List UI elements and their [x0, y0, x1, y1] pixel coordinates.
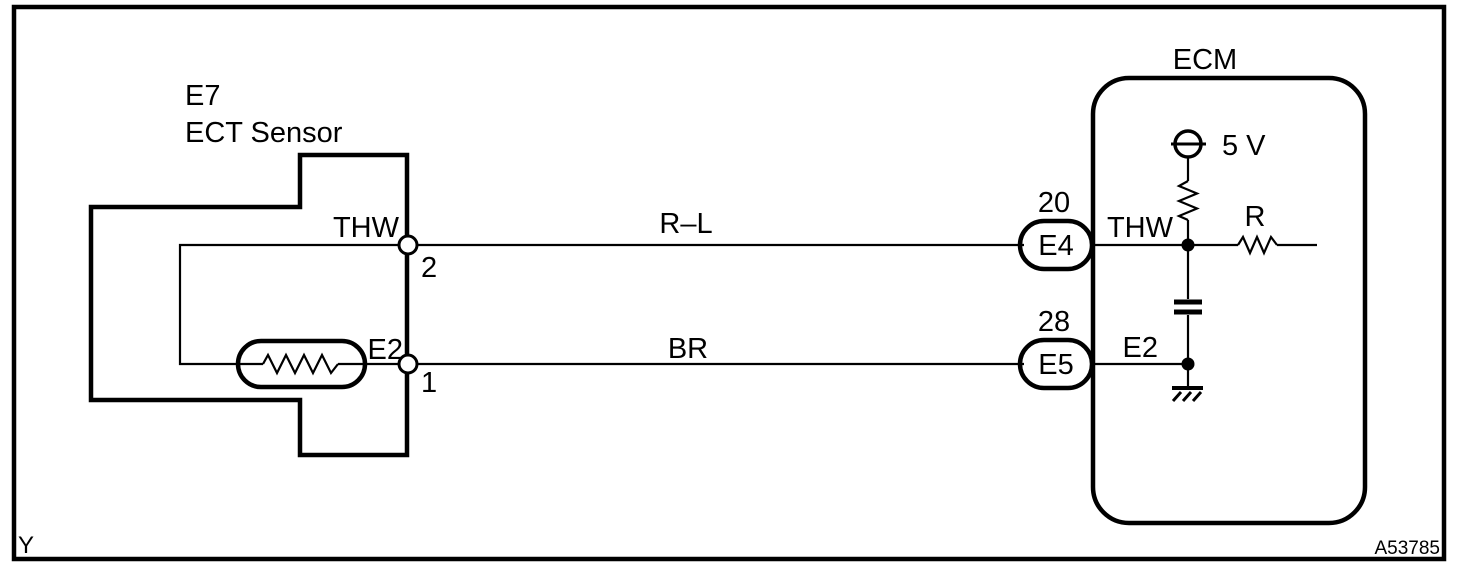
connector-e5-label: E5: [1038, 349, 1073, 381]
drawing-number-label: A53785: [1374, 538, 1440, 559]
terminal-pin-e2-icon: [397, 353, 419, 375]
sensor-pin-2-label: 2: [421, 252, 437, 284]
supply-voltage-label: 5 V: [1222, 130, 1266, 162]
pullup-resistor-zigzag-icon: [1176, 180, 1200, 222]
ecm-box-outline: [1090, 75, 1368, 526]
ground-hatch-icon: [1181, 391, 1193, 402]
diagram-border: [11, 4, 1447, 562]
sensor-internal-wire: [178, 243, 408, 366]
wire-color-br-label: BR: [668, 333, 708, 365]
connector-e4-label: E4: [1038, 230, 1073, 262]
page-code-label: Y: [18, 532, 34, 559]
ground-hatch-icon: [1171, 391, 1183, 402]
resistor-r-label: R: [1245, 201, 1266, 233]
connector-oval-e5: [1017, 337, 1095, 391]
ecm-thw-signal-label: THW: [1107, 212, 1174, 244]
ecm-title-label: ECM: [1173, 44, 1237, 76]
sensor-e2-signal-label: E2: [368, 334, 403, 366]
sensor-name-label: ECT Sensor: [185, 117, 343, 149]
thermistor-resistor-zigzag-icon: [262, 352, 339, 376]
sensor-pin-1-label: 1: [421, 367, 437, 399]
thermistor-body-icon: [235, 338, 368, 390]
wire-color-rl-label: R–L: [659, 208, 712, 240]
resistor-r-zigzag-icon: [1237, 234, 1278, 256]
ecm-pin-28-label: 28: [1038, 306, 1070, 338]
ect-sensor-housing-outline: [88, 152, 410, 458]
sensor-id-label: E7: [185, 80, 220, 112]
ground-hatch-icon: [1191, 391, 1203, 402]
sensor-thw-signal-label: THW: [333, 212, 400, 244]
ecm-e2-signal-label: E2: [1123, 332, 1158, 364]
terminal-pin-thw-icon: [397, 234, 419, 256]
connector-oval-e4: [1017, 218, 1095, 272]
ecm-pin-20-label: 20: [1038, 187, 1070, 219]
